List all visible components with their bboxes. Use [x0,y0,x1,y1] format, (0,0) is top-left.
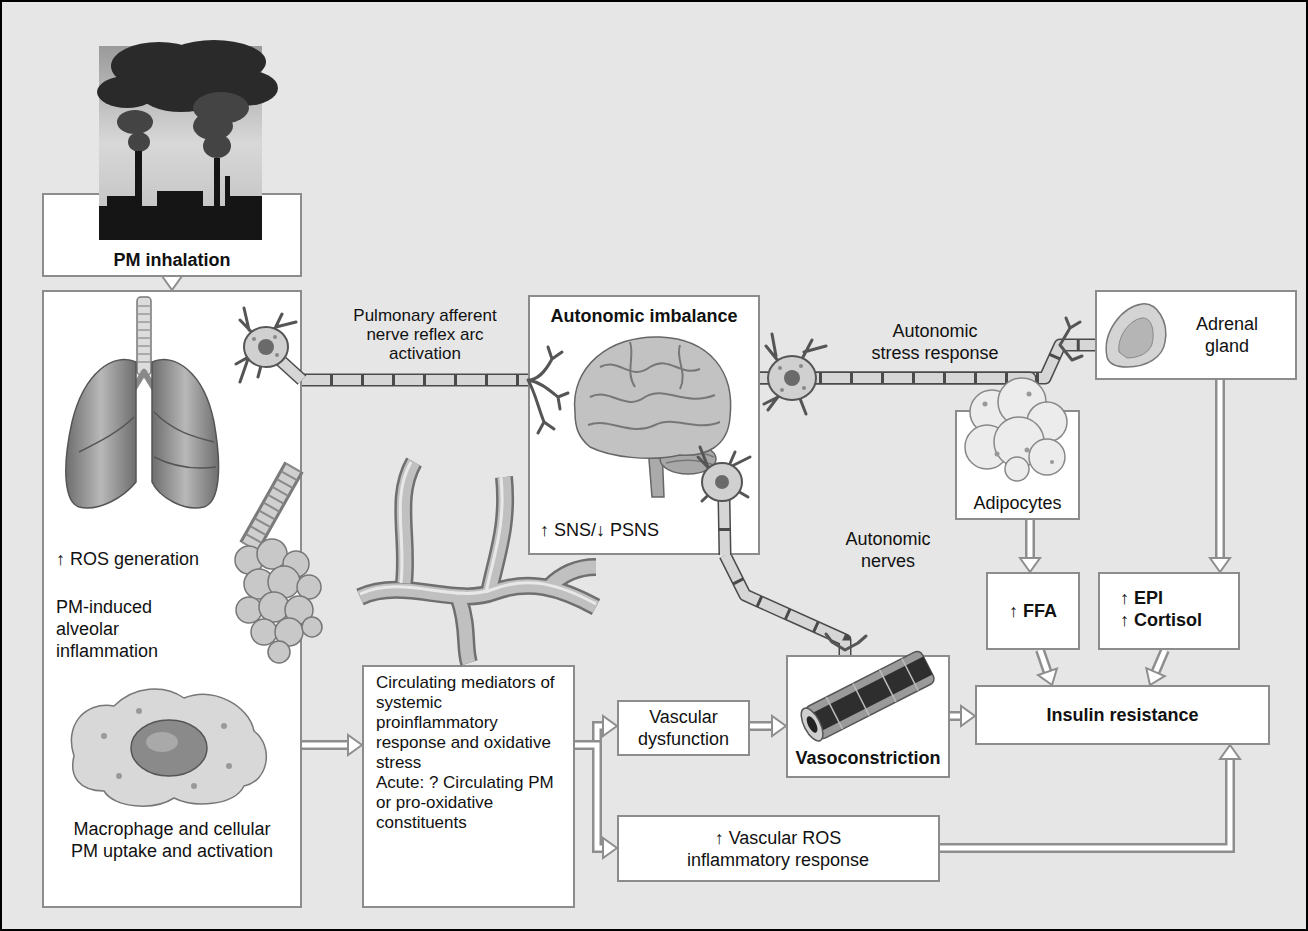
arrow-outline [1155,650,1165,674]
arrow-connector [575,745,617,858]
arrow-outline [1040,650,1048,674]
node-text: Vasoconstriction [788,747,948,769]
outcome-box: Insulin resistance [975,685,1270,745]
node-text: Autonomic imbalance [530,305,758,327]
arrow-fill [1155,650,1165,674]
node-text: ↑ ROS generation [56,548,256,570]
node-text: PM-induced alveolar inflammation [56,596,176,662]
node-text: ↑ SNS/↓ PSNS [540,519,690,541]
arrow-head [603,838,617,858]
arrow-head [1020,558,1040,572]
nerve-axon [302,375,528,385]
arrow-connector [750,716,786,736]
node-text: Macrophage and cellular PM uptake and ac… [62,818,282,862]
edge-label: Pulmonary afferent nerve reflex arc acti… [335,306,515,363]
arrow-connector [1020,520,1040,572]
arrow-outline [575,745,605,848]
nerve-connector [302,380,528,381]
nerve-terminal [826,318,1082,650]
process-box: Autonomic imbalance ↑ SNS/↓ PSNS [528,295,760,555]
arrow-head [1038,669,1057,685]
process-box: ↑ EPI↑ Cortisol [1098,572,1240,650]
nerve-sheath [302,374,528,387]
node-text: Circulating mediators of systemic proinf… [376,673,561,773]
process-box: ↑ FFA [986,572,1080,650]
neuron-cell [236,308,302,382]
organ-panel: ↑ ROS generationPM-induced alveolar infl… [42,290,302,908]
adrenal-illustration [1097,292,1295,378]
organ-box: Adrenal gland [1095,290,1297,380]
edge-label: Autonomic stress response [870,320,1000,364]
nerve-connector [725,555,845,655]
arrow-fill [575,745,605,848]
node-text: ↑ Vascular ROS inflammatory response [673,827,883,871]
arrow-connector [1210,380,1230,572]
brain-illustration [530,297,758,553]
arrow-fill [1218,380,1223,560]
arrow-outline [1025,520,1035,560]
arrow-head [772,716,786,736]
process-box: Circulating mediators of systemic proinf… [362,665,575,908]
bronchus-alveoli [235,467,322,663]
node-text: Vascular dysfunction [619,706,748,750]
node-text: ↑ FFA [988,600,1078,622]
nerve-sheath [725,555,845,655]
cell-box: Adipocytes [955,410,1080,520]
lungs [66,297,219,508]
arrow-head [162,276,182,290]
edge-label: Autonomic nerves [828,528,948,572]
node-text: ↑ EPI [1120,587,1235,609]
arrow-fill [1040,650,1048,674]
arrow-head [348,735,362,755]
arrow-connector [940,745,1240,848]
neuron-cell [764,334,826,414]
node-text: Acute: ? Circulating PM or pro-oxidative… [376,773,561,833]
arrow-fill [750,724,774,729]
arrow-connector [1146,650,1165,685]
arrow-connector [162,276,182,290]
node-text: ↑ Cortisol [1120,609,1235,631]
nerve-axon [725,555,845,655]
arrow-outline [750,721,774,731]
arrow-connector [1038,650,1057,685]
arrow-outline [1215,380,1225,560]
node-text: Insulin resistance [977,704,1268,726]
smokestack-photo [99,46,262,240]
arrow-fill [940,757,1230,848]
arrow-head [1210,558,1230,572]
process-box: ↑ Vascular ROS inflammatory response [617,815,940,882]
node-text: Adrenal gland [1177,313,1277,357]
arrow-fill [1028,520,1033,560]
arrow-connector [302,735,362,755]
arrow-head [1220,745,1240,759]
arrow-head [961,706,975,726]
arrow-outline [940,757,1230,848]
arrow-fill [302,743,350,748]
arrow-head [1146,668,1164,685]
arrow-outline [302,740,350,750]
process-box: Vasoconstriction [786,655,950,778]
macrophage [71,689,266,806]
arrow-head [603,716,617,736]
node-text: PM inhalation [44,249,300,271]
node-text: Adipocytes [957,492,1078,514]
arrow-connector [950,706,975,726]
input-box: PM inhalation [42,193,302,277]
process-box: Vascular dysfunction [617,700,750,756]
